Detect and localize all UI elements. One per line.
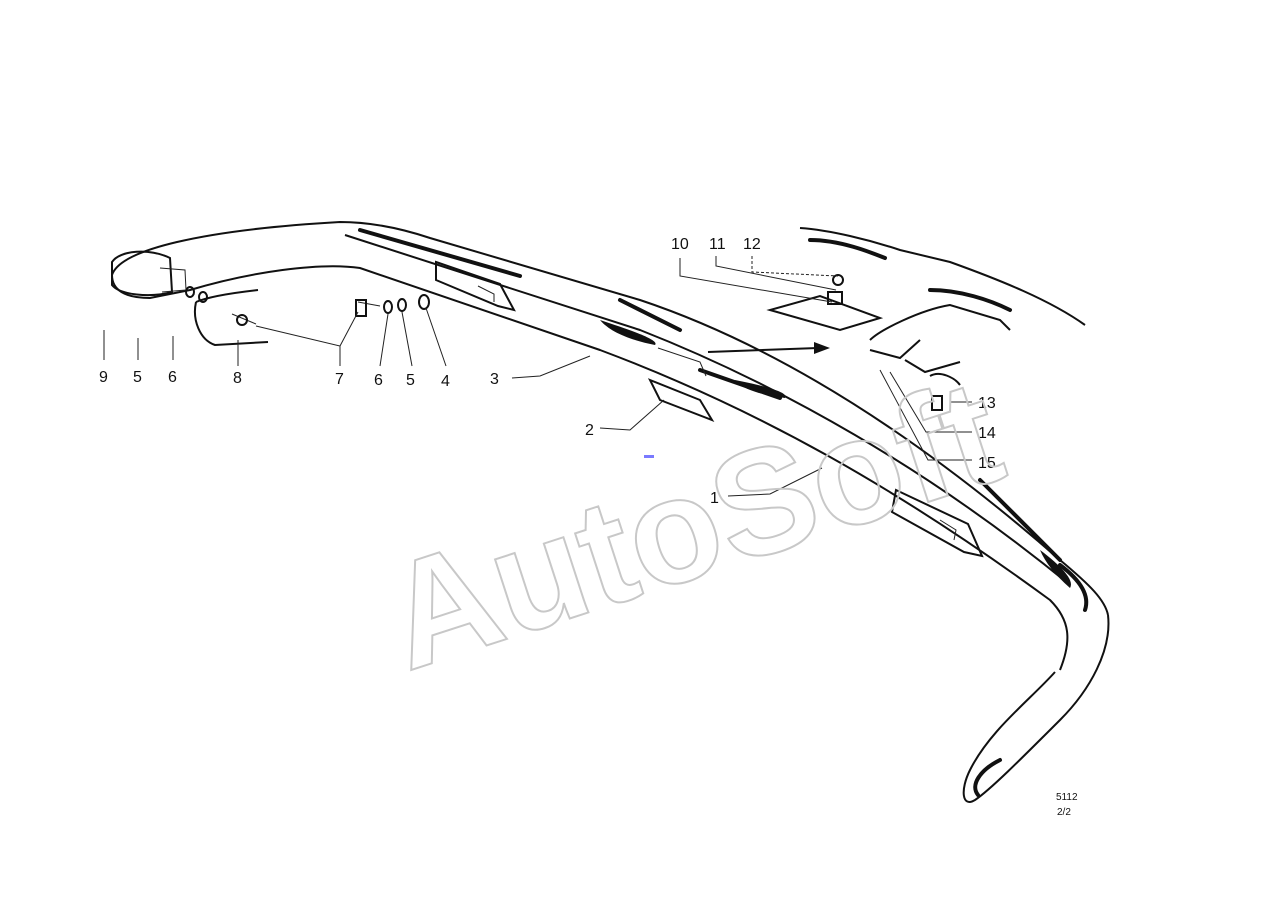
callout-2: 2: [585, 422, 594, 439]
detail-arrow: [707, 342, 830, 354]
leader-lines: [103, 256, 972, 497]
callout-7: 7: [335, 371, 344, 388]
callout-6: 6: [168, 369, 177, 386]
callout-4: 4: [441, 373, 450, 390]
sheet-number: 2/2: [1057, 807, 1071, 818]
callout-12: 12: [743, 236, 761, 253]
center-bracket: [647, 347, 715, 422]
callout-9: 9: [99, 369, 108, 386]
callout-1: 1: [710, 490, 719, 507]
callout-14: 14: [978, 425, 996, 442]
callout-6: 6: [374, 372, 383, 389]
callout-13: 13: [978, 395, 996, 412]
bumper-bar: [111, 220, 1110, 803]
callout-5: 5: [133, 369, 142, 386]
callout-3: 3: [490, 371, 499, 388]
body-panel-detail: [766, 227, 1086, 411]
callout-10: 10: [671, 236, 689, 253]
callout-labels: 9 5 6 8 7 6 5 4 3 2 1 10 11 12 13 14 15: [99, 236, 996, 507]
marker: [644, 455, 654, 458]
callout-8: 8: [233, 370, 242, 387]
diagram-code: 5112: [1056, 792, 1078, 803]
watermark: AutoSoft: [366, 346, 1020, 701]
callout-15: 15: [978, 455, 996, 472]
callout-11: 11: [709, 236, 726, 253]
fastener-hardware: [185, 286, 430, 347]
bracket-right: [890, 488, 984, 558]
end-cap-left: [111, 250, 187, 297]
callout-5: 5: [406, 372, 415, 389]
bracket-left: [435, 260, 516, 312]
